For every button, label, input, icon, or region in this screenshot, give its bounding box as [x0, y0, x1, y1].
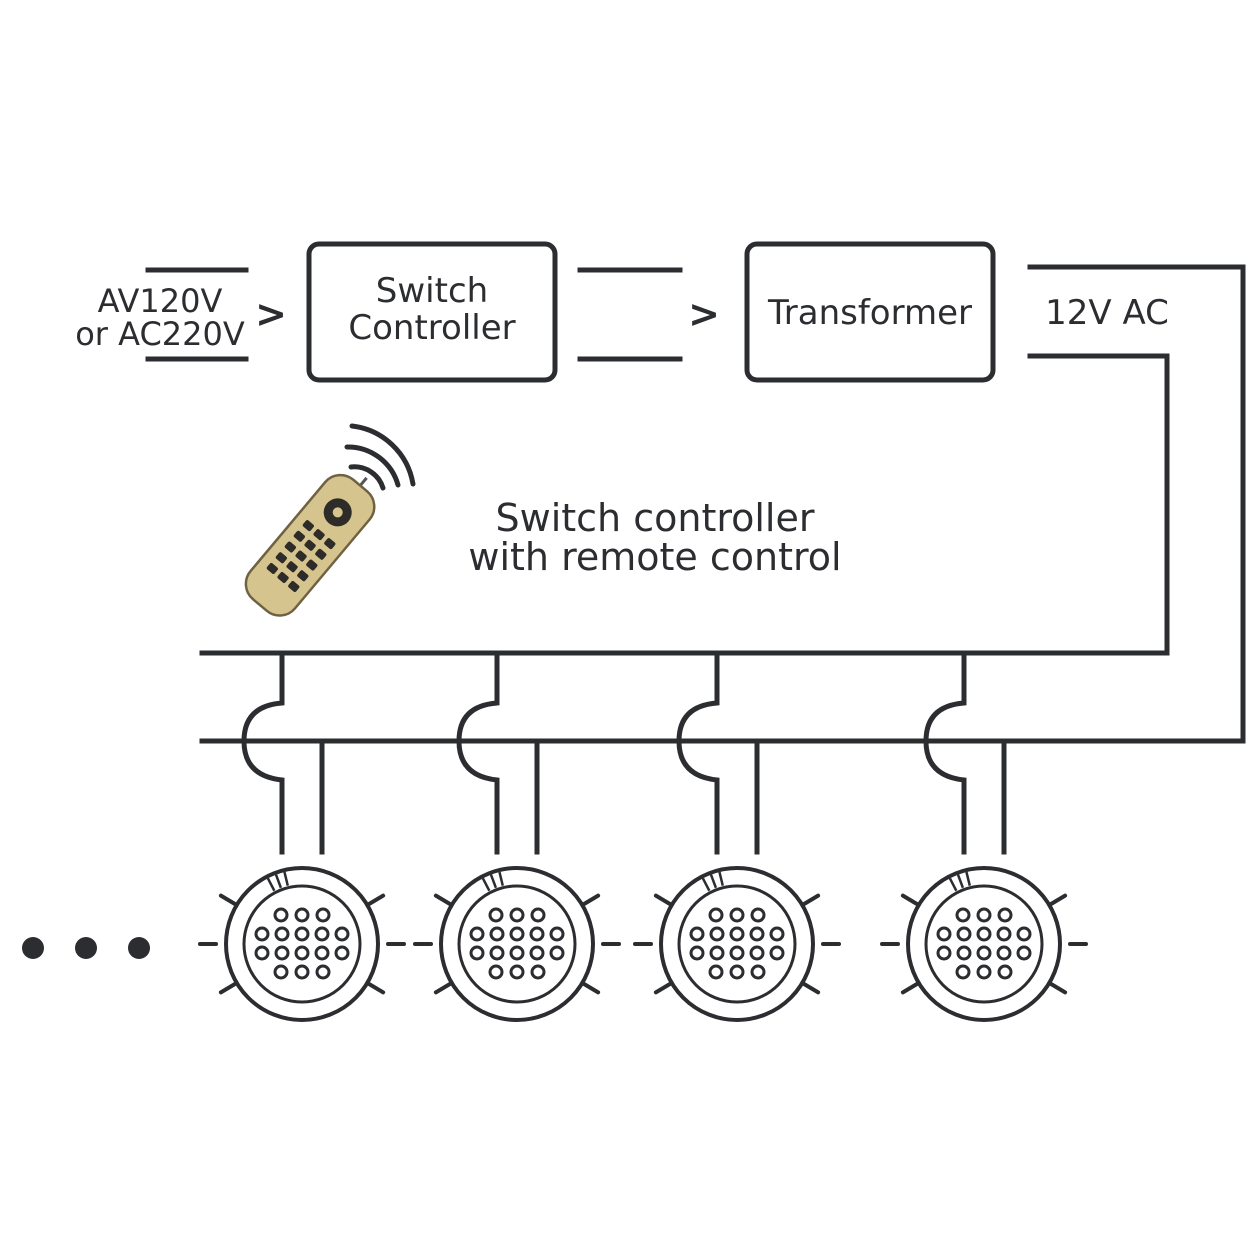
led-light-icon	[633, 866, 841, 1022]
wireless-signal-icon	[344, 423, 416, 491]
transformer-box	[744, 241, 996, 383]
switch-controller-box	[306, 241, 558, 383]
input-wires	[145, 267, 249, 362]
led-lights	[198, 866, 1088, 1022]
remote-control-icon	[244, 473, 376, 617]
input-voltage-label-2: or AC220V	[75, 315, 245, 353]
led-light-icon	[198, 866, 406, 1022]
bus-wires	[199, 264, 1246, 744]
arrow-to-switch: >	[255, 292, 287, 336]
middle-wires	[577, 267, 683, 362]
led-light-icon	[413, 866, 621, 1022]
ellipsis-icon	[22, 937, 150, 959]
led-light-icon	[880, 866, 1088, 1022]
caption-line-2: with remote control	[468, 535, 841, 579]
input-voltage-label-1: AV120V	[98, 282, 223, 320]
transformer-label: Transformer	[767, 293, 972, 333]
switch-controller-label-1: Switch	[376, 271, 488, 311]
output-voltage-label: 12V AC	[1045, 293, 1169, 333]
caption-line-1: Switch controller	[496, 496, 815, 540]
drop-wires	[241, 650, 1007, 855]
arrow-to-transformer: >	[688, 292, 720, 336]
switch-controller-label-2: Controller	[348, 308, 515, 348]
